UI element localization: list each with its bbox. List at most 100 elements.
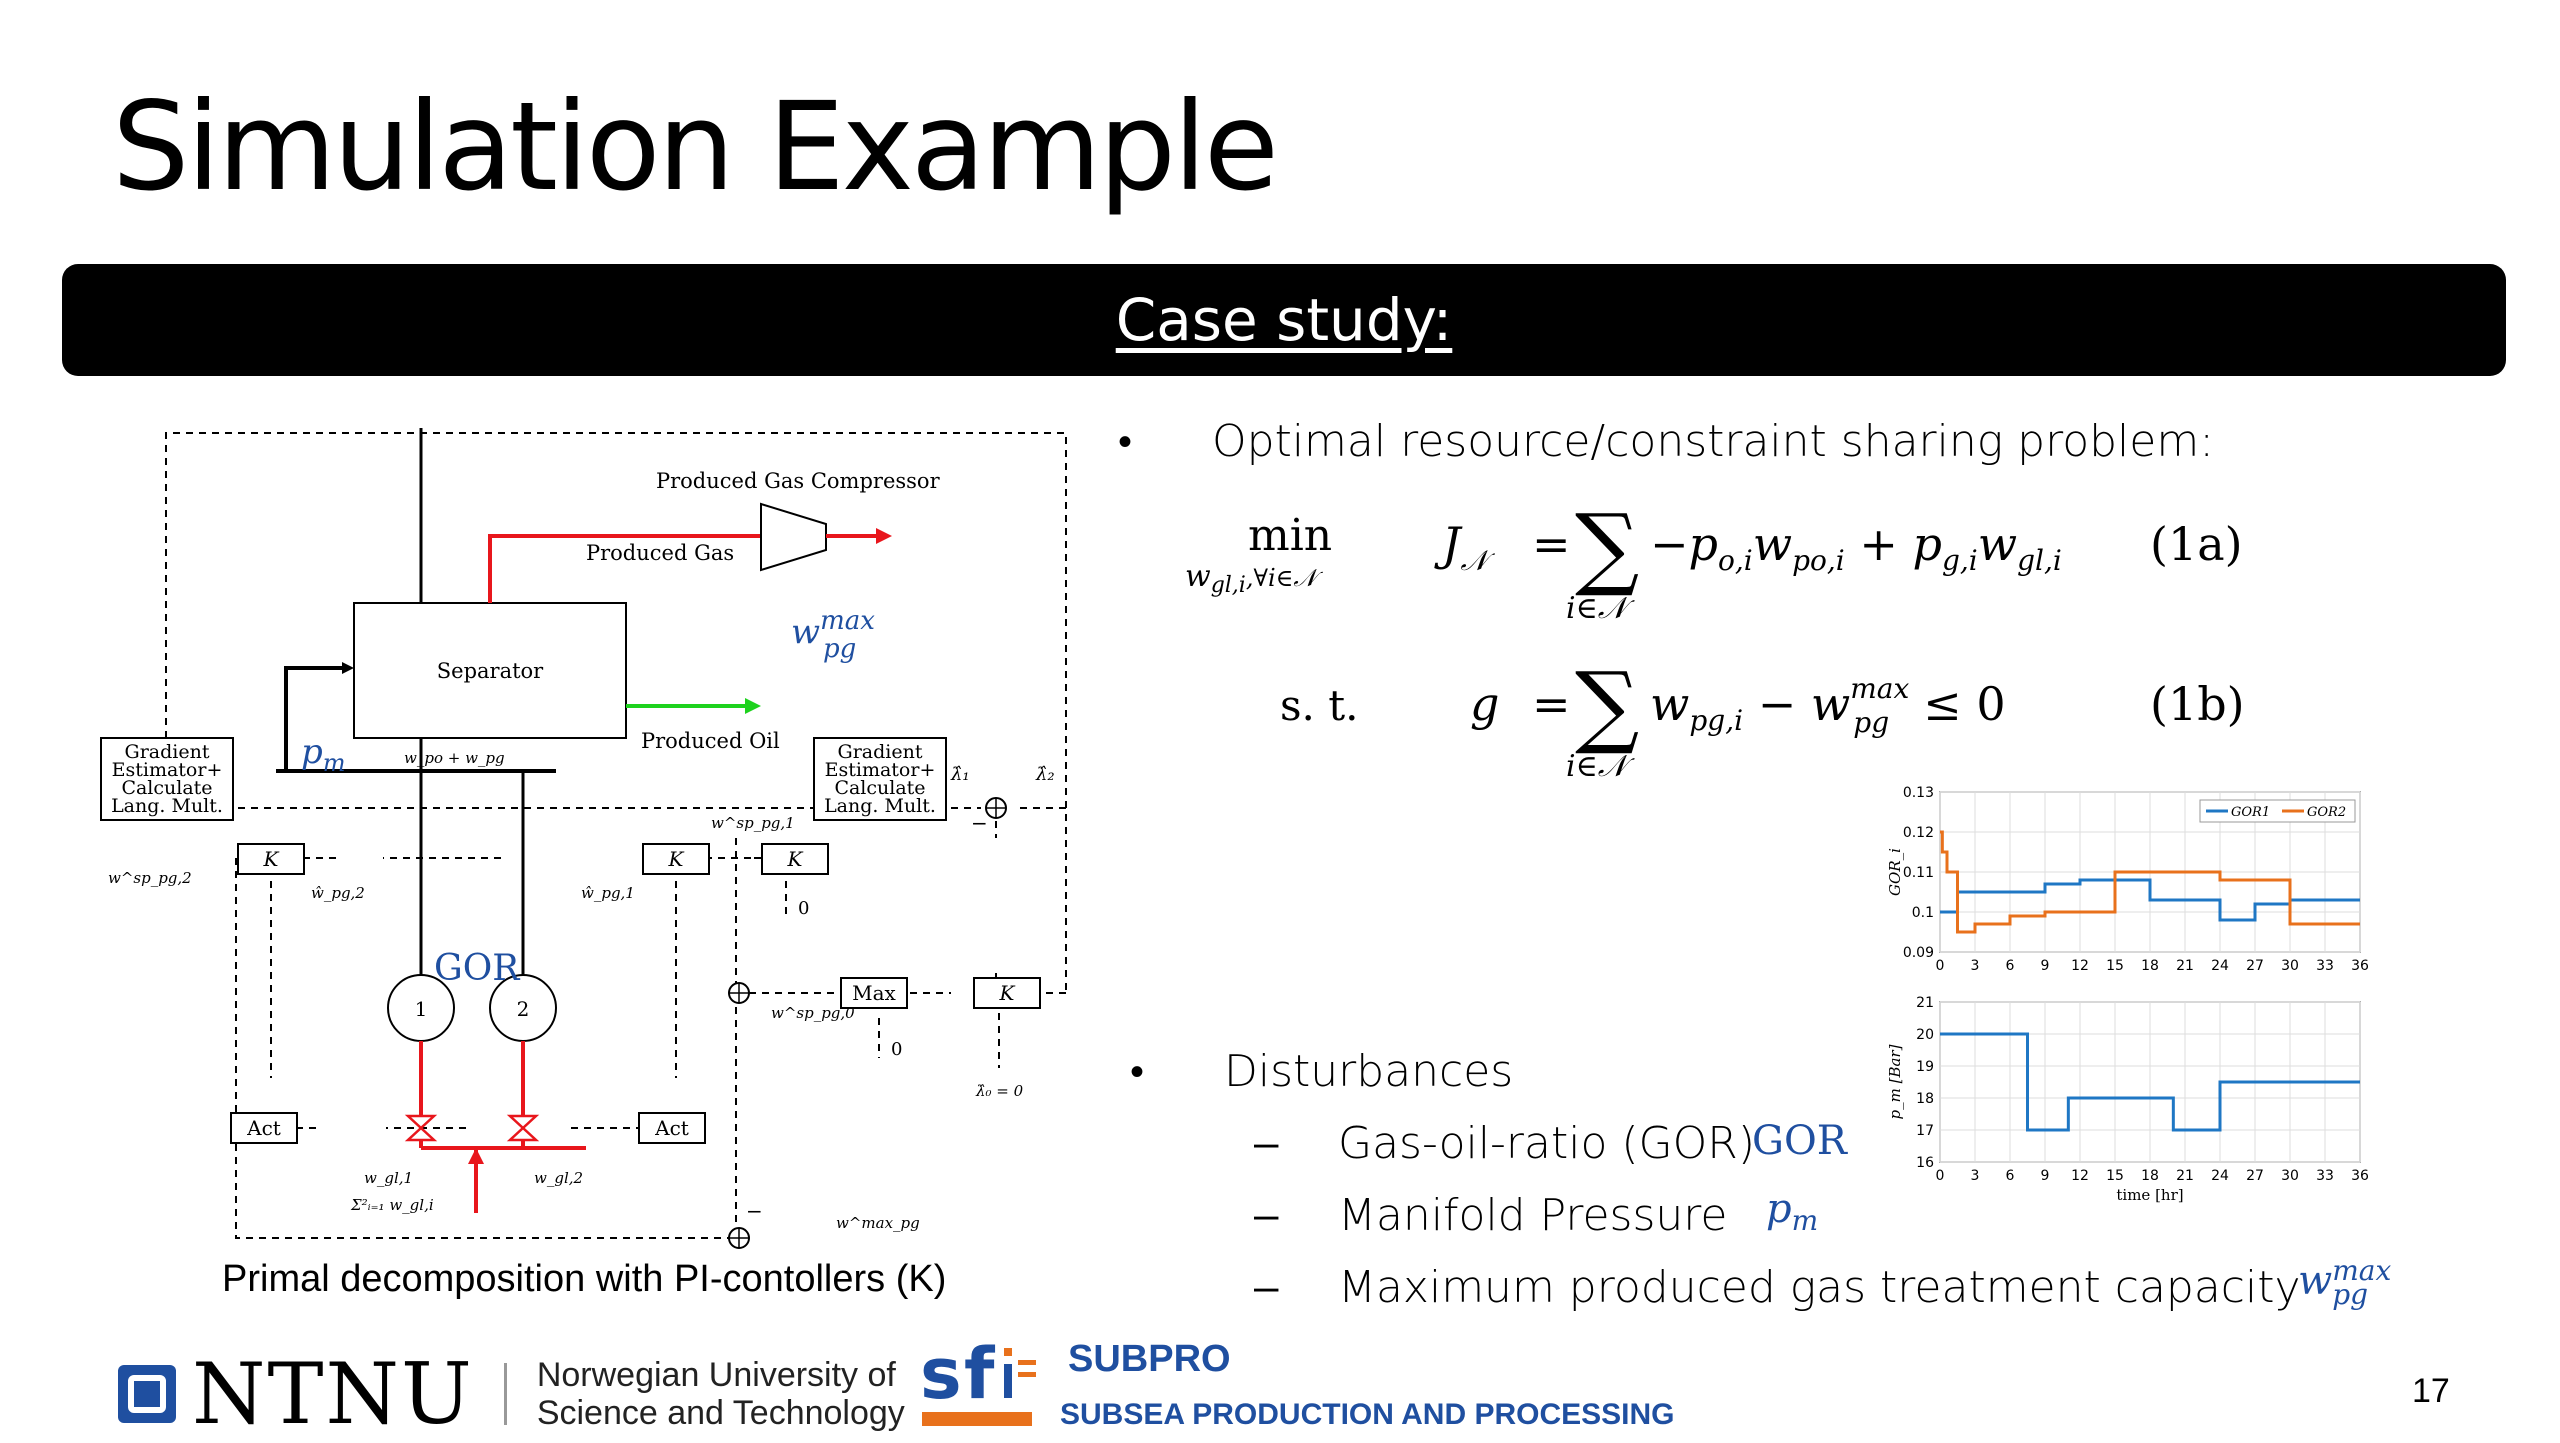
- banner-text: Case study:: [1115, 286, 1453, 354]
- x-tick-label: 6: [2006, 958, 2015, 974]
- dash-1: –: [1254, 1118, 1279, 1167]
- equations: min wgl,i,∀i∈𝒩 J𝒩 = ∑ i∈𝒩 −po,iwpo,i + p…: [1185, 495, 2245, 784]
- case-study-banner: Case study:: [62, 264, 2506, 376]
- x-tick-label: 33: [2316, 1168, 2334, 1184]
- eq-sum-2-sub: i∈𝒩: [1566, 749, 1636, 784]
- well-2: 2: [517, 997, 530, 1021]
- legend-label-2: GOR2: [2307, 805, 2346, 820]
- y-tick-label: 20: [1916, 1027, 1934, 1043]
- series-line-1: [1940, 878, 2360, 922]
- eq-1b-label: (1b): [2150, 677, 2245, 731]
- y-tick-label: 0.13: [1903, 785, 1934, 801]
- y-tick-label: 0.09: [1903, 945, 1934, 961]
- x-tick-label: 6: [2006, 1168, 2015, 1184]
- y-tick-label: 0.1: [1912, 905, 1934, 921]
- series-line-1: [1940, 1032, 2360, 1132]
- wsp1-label: w^sp_pg,1: [711, 814, 795, 832]
- produced-oil-label: Produced Oil: [641, 729, 780, 753]
- y-tick-label: 18: [1916, 1091, 1934, 1107]
- grad-left-line3: Calculate: [121, 777, 212, 799]
- separator-label: Separator: [437, 659, 544, 683]
- diagram-caption: Primal decomposition with PI-contollers …: [222, 1258, 947, 1300]
- x-tick-label: 15: [2106, 958, 2124, 974]
- x-tick-label: 27: [2246, 1168, 2264, 1184]
- bullet-dot-1: •: [1118, 420, 1133, 464]
- zero-label-1: 0: [798, 898, 809, 919]
- x-tick-label: 0: [1936, 958, 1945, 974]
- dash-2: –: [1254, 1190, 1279, 1239]
- y-tick-label: 0.11: [1903, 865, 1934, 881]
- y-tick-label: 0.12: [1903, 825, 1934, 841]
- lambda1-label: λ̂₁: [950, 764, 970, 785]
- item-pressure: Manifold Pressure: [1338, 1190, 1728, 1241]
- x-tick-label: 3: [1971, 958, 1980, 974]
- svg-text:s: s: [920, 1333, 962, 1415]
- bullet-optimal: Optimal resource/constraint sharing prob…: [1212, 416, 2215, 467]
- ntnu-wordmark: NTNU: [192, 1345, 474, 1443]
- ntnu-logo-icon: [118, 1365, 176, 1423]
- grad-left-line4: Lang. Mult.: [111, 795, 223, 817]
- eq-sum-1: ∑: [1575, 495, 1639, 600]
- act-box-1: Act: [246, 1116, 281, 1140]
- grad-right-line2: Estimator+: [825, 759, 936, 781]
- wsp0-label: w^sp_pg,0: [771, 1004, 855, 1022]
- sfi-logo-icon: s f: [920, 1333, 1036, 1426]
- act-box-2: Act: [654, 1116, 689, 1140]
- eq-equals-1: =: [1532, 517, 1571, 571]
- k-box-1: K: [668, 847, 685, 871]
- grad-left-line1: Gradient: [125, 741, 210, 763]
- wgl2-label: w_gl,2: [534, 1169, 583, 1187]
- y-tick-label: 16: [1916, 1155, 1934, 1171]
- x-axis-label: time [hr]: [2116, 1186, 2183, 1204]
- item-gor-symbol: GOR: [1752, 1118, 1847, 1164]
- dash-3: –: [1254, 1262, 1279, 1311]
- eq-st: s. t.: [1280, 681, 1358, 730]
- lambda0-label: λ̂₀ = 0: [975, 1082, 1024, 1100]
- wsp2-label: w^sp_pg,2: [108, 869, 192, 887]
- item-pressure-symbol: pm: [1766, 1186, 1819, 1237]
- produced-gas-label: Produced Gas: [586, 541, 734, 565]
- x-tick-label: 21: [2176, 1168, 2194, 1184]
- wmax-bottom-label: w^max_pg: [836, 1214, 920, 1232]
- eq-min-sub: wgl,i,∀i∈𝒩: [1185, 559, 1323, 598]
- eq-1a-label: (1a): [2150, 517, 2243, 571]
- k-box-bottom: K: [999, 981, 1016, 1005]
- x-tick-label: 36: [2351, 958, 2369, 974]
- x-tick-label: 12: [2071, 958, 2089, 974]
- x-tick-label: 24: [2211, 1168, 2229, 1184]
- x-tick-label: 18: [2141, 1168, 2159, 1184]
- subpro-subtitle: SUBSEA PRODUCTION AND PROCESSING: [1060, 1398, 1675, 1431]
- x-tick-label: 9: [2041, 958, 2050, 974]
- subpro-title: SUBPRO: [1068, 1338, 1231, 1380]
- eq-equals-2: =: [1532, 677, 1571, 731]
- x-tick-label: 9: [2041, 1168, 2050, 1184]
- flow-label: w_po + w_pg: [404, 749, 505, 767]
- page-number: 17: [2412, 1372, 2450, 1410]
- compressor-label: Produced Gas Compressor: [656, 469, 941, 493]
- slide-title: Simulation Example: [112, 76, 1279, 218]
- svg-text:f: f: [964, 1333, 996, 1415]
- x-tick-label: 30: [2281, 958, 2299, 974]
- minus-sign-bottom: −: [746, 1199, 763, 1223]
- legend-label-1: GOR1: [2231, 805, 2270, 820]
- well-1: 1: [415, 997, 428, 1021]
- item-capacity: Maximum produced gas treatment capacity: [1338, 1262, 2301, 1313]
- k-box-right: K: [787, 847, 804, 871]
- footer-divider: [503, 1363, 507, 1425]
- sum-label: Σ²ᵢ₌₁ w_gl,i: [350, 1196, 434, 1214]
- max-box: Max: [852, 981, 896, 1005]
- process-diagram: Separator Produced Gas Compressor Produc…: [100, 428, 1067, 1249]
- x-tick-label: 15: [2106, 1168, 2124, 1184]
- eq-g: g: [1470, 677, 1499, 731]
- x-tick-label: 3: [1971, 1168, 1980, 1184]
- x-tick-label: 27: [2246, 958, 2264, 974]
- grad-right-line1: Gradient: [838, 741, 923, 763]
- k-box-2: K: [263, 847, 280, 871]
- eq-j: J𝒩: [1434, 517, 1495, 577]
- eq-sum-2: ∑: [1575, 653, 1639, 758]
- x-tick-label: 33: [2316, 958, 2334, 974]
